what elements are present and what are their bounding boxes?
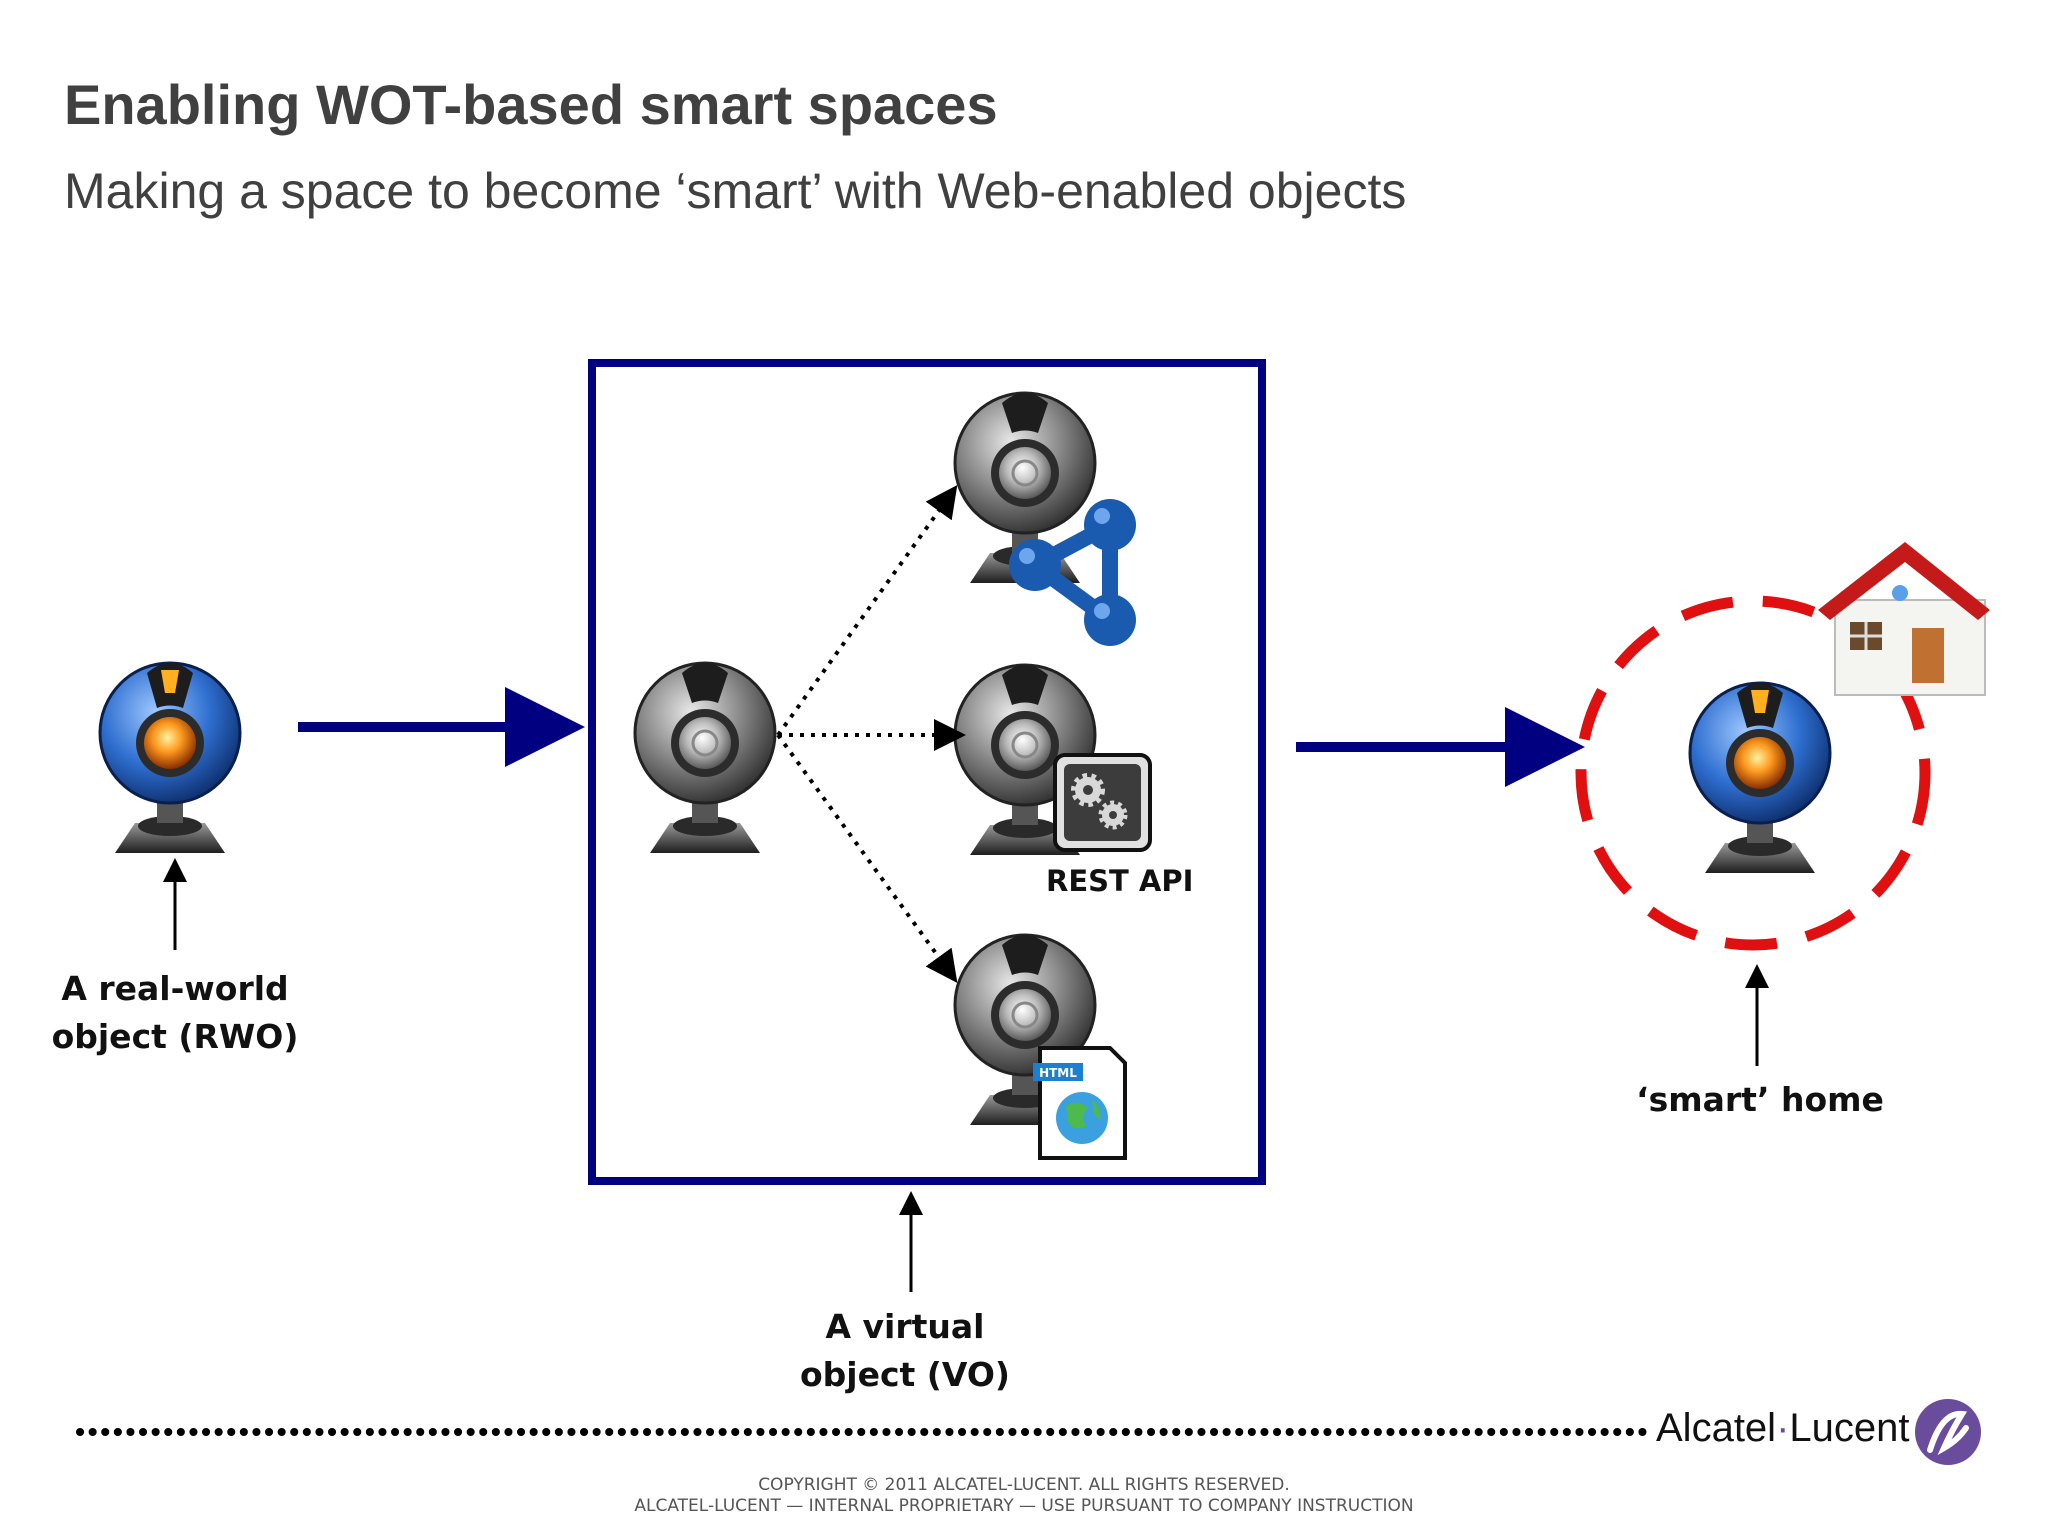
html-document-icon: HTML <box>1033 1046 1127 1160</box>
slide-subtitle: Making a space to become ‘smart’ with We… <box>64 163 1407 219</box>
smart-home-webcam-icon <box>1688 681 1832 875</box>
rwo-caption-line1: A real-world <box>61 969 289 1008</box>
vo-caption-line2: object (VO) <box>800 1355 1010 1394</box>
rwo-caption-line2: object (RWO) <box>51 1017 299 1056</box>
html-badge-label: HTML <box>1039 1066 1077 1080</box>
dotted-arrow-down <box>776 733 958 983</box>
smart-space-circle <box>1575 595 1931 951</box>
rest-api-label: REST API <box>1046 864 1194 898</box>
alcatel-lucent-wordmark: Alcatel·Lucent <box>1656 1406 1910 1451</box>
gears-icon <box>1053 753 1152 852</box>
vo-caption-line1: A virtual <box>825 1307 985 1346</box>
footer-copyright: COPYRIGHT © 2011 ALCATEL-LUCENT. ALL RIG… <box>758 1475 1290 1495</box>
alcatel-lucent-logo <box>1915 1399 1981 1465</box>
smart-home-caption: ‘smart’ home <box>1636 1080 1884 1119</box>
brand-name-right: Lucent <box>1789 1406 1910 1450</box>
vo-caption: A virtual object (VO) <box>770 1303 1040 1399</box>
dotted-arrow-up <box>776 484 958 737</box>
house-icon <box>1818 542 1990 696</box>
brand-separator: · <box>1776 1406 1790 1450</box>
footer-notice: ALCATEL-LUCENT — INTERNAL PROPRIETARY — … <box>634 1496 1414 1516</box>
rwo-webcam-icon <box>98 661 242 855</box>
brand-name-left: Alcatel <box>1656 1406 1777 1450</box>
share-network-icon <box>1009 499 1136 646</box>
rwo-caption: A real-world object (RWO) <box>40 965 310 1061</box>
vo-webcam-icon <box>633 661 777 855</box>
vo-box <box>588 359 1266 1185</box>
slide-title: Enabling WOT-based smart spaces <box>64 73 998 136</box>
